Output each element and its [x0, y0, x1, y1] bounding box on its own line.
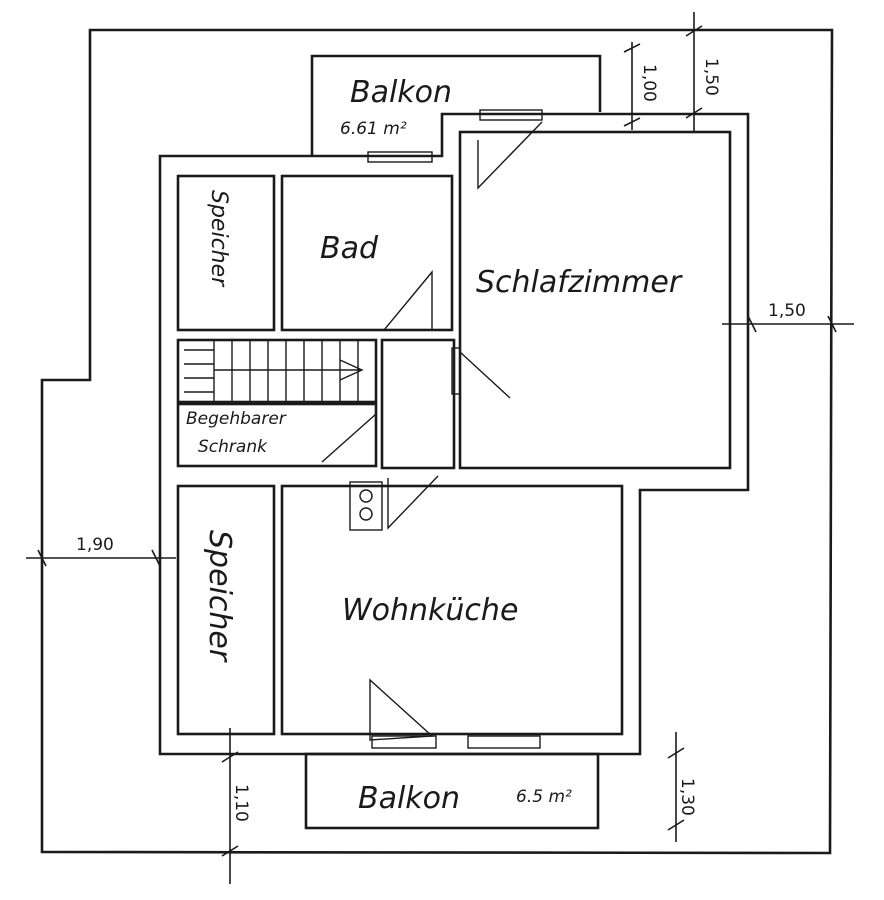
- schrank-label-line2: Schrank: [198, 437, 268, 457]
- outer-boundary: [40, 28, 834, 855]
- balkon-bottom-area: 6.5 m²: [516, 787, 572, 807]
- dim-bottom-right: 1,30: [677, 778, 697, 816]
- speicher-top-label: Speicher: [206, 190, 231, 288]
- hallway: [380, 338, 456, 470]
- wohnkueche-room: [280, 484, 624, 736]
- staircase-box: [176, 338, 378, 404]
- balkon-top-area: 6.61 m²: [340, 119, 407, 139]
- wohnkueche-label: Wohnküche: [342, 593, 518, 628]
- dim-left-offset: 1,90: [76, 535, 114, 555]
- bad-room: [280, 174, 454, 332]
- bad-label: Bad: [320, 231, 379, 266]
- schlafzimmer-label: Schlafzimmer: [476, 265, 683, 300]
- dim-bottom-left: 1,10: [231, 784, 251, 822]
- staircase-treads: [184, 340, 364, 402]
- dim-top-offset: 1,50: [701, 58, 721, 96]
- door-swings: [321, 121, 543, 741]
- balkon-top-label: Balkon: [350, 75, 452, 110]
- schlafzimmer-room: [458, 130, 732, 470]
- balcony-bottom-outline: [304, 752, 600, 830]
- windows: [367, 109, 543, 749]
- dim-right-offset: 1,50: [768, 301, 806, 321]
- dimension-lines: [26, 12, 854, 884]
- stove-symbol: [349, 481, 383, 531]
- balkon-bottom-label: Balkon: [358, 781, 460, 816]
- speicher-bottom-room: [176, 484, 276, 736]
- balcony-top-outline: [310, 54, 602, 156]
- schrank-label-line1: Begehbarer: [186, 409, 287, 429]
- schrank-room: [176, 402, 378, 468]
- dim-top-balcony-depth: 1,00: [639, 64, 659, 102]
- speicher-bottom-label: Speicher: [202, 530, 237, 663]
- speicher-top-room: [176, 174, 276, 332]
